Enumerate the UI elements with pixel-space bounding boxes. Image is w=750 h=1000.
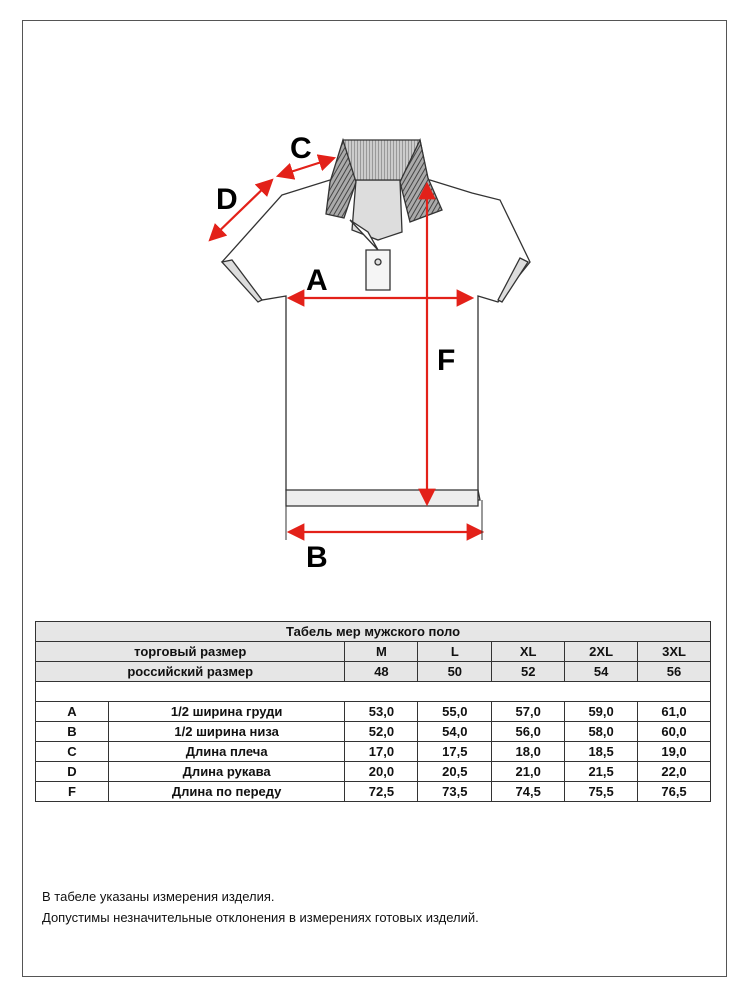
note-2: Допустимы незначительные отклонения в из…	[42, 910, 479, 925]
row-name: Длина плеча	[107, 741, 346, 762]
polo-shirt-diagram: A B C D F	[208, 132, 531, 574]
size-header: 2XL	[564, 641, 639, 662]
russian-size: 50	[417, 661, 493, 682]
row-value: 73,5	[417, 781, 493, 802]
row-value: 75,5	[564, 781, 639, 802]
table-title: Табель мер мужского поло	[35, 621, 711, 642]
row-name: Длина рукава	[107, 761, 346, 782]
row-value: 19,0	[637, 741, 711, 762]
row-value: 20,0	[344, 761, 419, 782]
row-value: 52,0	[344, 721, 419, 742]
size-header: XL	[491, 641, 566, 662]
row-value: 18,5	[564, 741, 639, 762]
row-value: 76,5	[637, 781, 711, 802]
row-code: C	[35, 741, 109, 762]
size-header: 3XL	[637, 641, 711, 662]
measurement-arrows	[208, 154, 485, 541]
russian-size: 48	[344, 661, 419, 682]
row-code: A	[35, 701, 109, 722]
row-name: 1/2 ширина низа	[107, 721, 346, 742]
row-value: 61,0	[637, 701, 711, 722]
row-code: F	[35, 781, 109, 802]
label-c: C	[290, 132, 312, 165]
row-value: 18,0	[491, 741, 566, 762]
row-value: 21,5	[564, 761, 639, 782]
row-name: Длина по переду	[107, 781, 346, 802]
row-code: B	[35, 721, 109, 742]
row-value: 55,0	[417, 701, 493, 722]
row-value: 60,0	[637, 721, 711, 742]
row-value: 22,0	[637, 761, 711, 782]
row-value: 59,0	[564, 701, 639, 722]
label-f: F	[437, 344, 455, 377]
arrow-c	[275, 154, 337, 180]
russian-size: 52	[491, 661, 566, 682]
row-value: 53,0	[344, 701, 419, 722]
page-frame	[22, 20, 727, 977]
row-value: 74,5	[491, 781, 566, 802]
shirt-outline	[220, 137, 531, 507]
row-value: 20,5	[417, 761, 493, 782]
label-b: B	[306, 541, 328, 574]
russian-size: 56	[637, 661, 711, 682]
note-1: В табеле указаны измерения изделия.	[42, 889, 275, 904]
size-header: M	[344, 641, 419, 662]
arrow-d	[208, 178, 274, 242]
size-header: L	[417, 641, 493, 662]
size-table: Табель мер мужского поло торговый размер…	[34, 621, 711, 802]
row-value: 56,0	[491, 721, 566, 742]
row-value: 58,0	[564, 721, 639, 742]
russian-size-label: российский размер	[34, 661, 346, 682]
row-value: 21,0	[491, 761, 566, 782]
row-value: 57,0	[491, 701, 566, 722]
label-a: A	[306, 264, 328, 297]
row-value: 17,5	[417, 741, 493, 762]
russian-size: 54	[564, 661, 639, 682]
row-code: D	[35, 761, 109, 782]
trade-size-label: торговый размер	[34, 641, 346, 662]
row-value: 72,5	[344, 781, 419, 802]
spacer-row	[35, 681, 711, 702]
row-name: 1/2 ширина груди	[107, 701, 346, 722]
row-value: 54,0	[417, 721, 493, 742]
label-d: D	[216, 183, 238, 216]
row-value: 17,0	[344, 741, 419, 762]
